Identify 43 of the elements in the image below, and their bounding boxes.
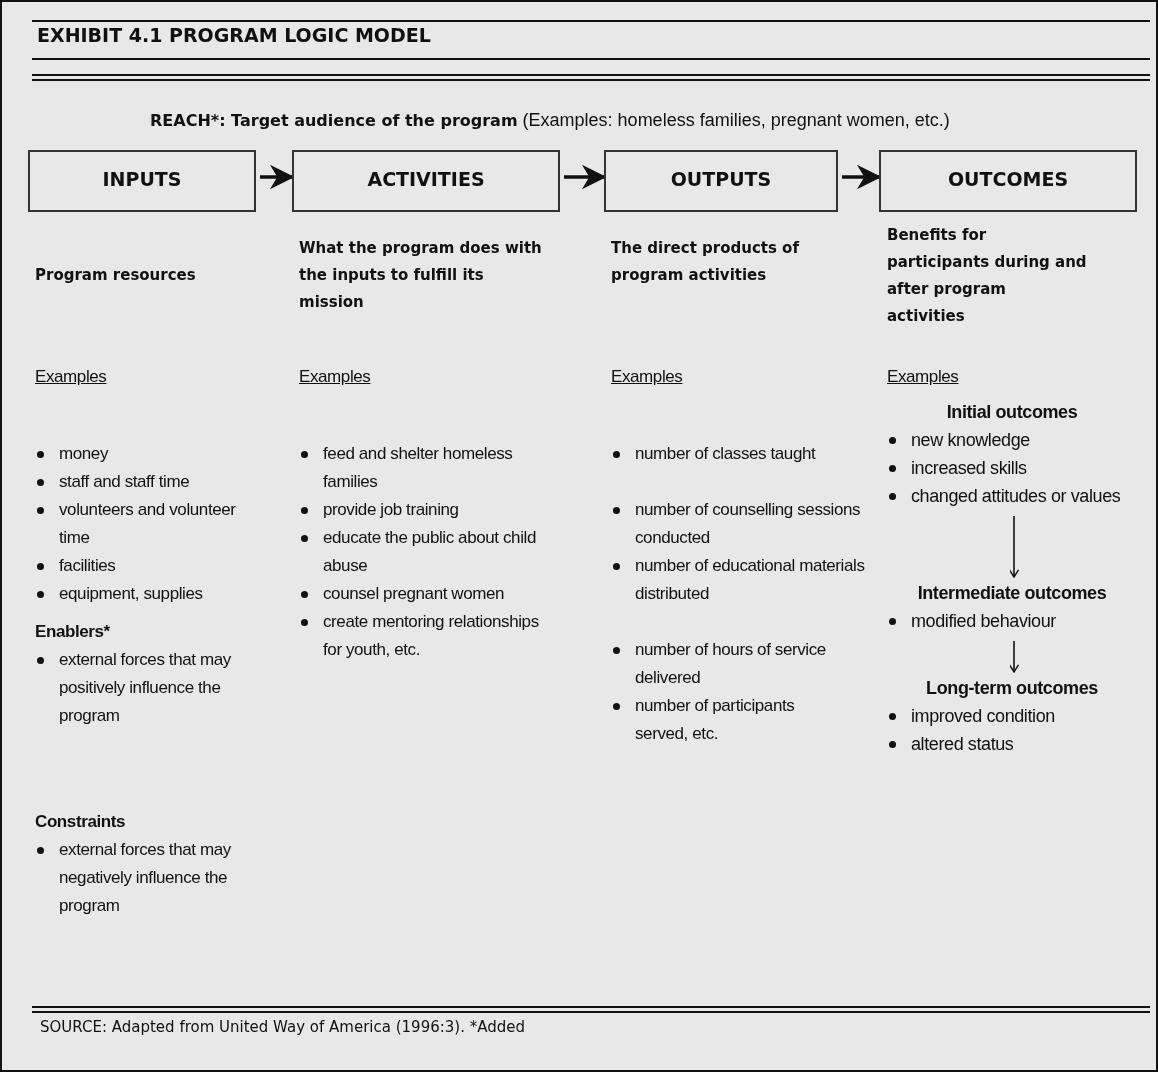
arrow <box>260 164 295 190</box>
subheading: Constraints <box>35 811 127 833</box>
bullet-item: modified behaviour <box>911 610 1057 633</box>
column-description: The direct products of program activities <box>611 238 801 286</box>
arrow <box>842 164 882 190</box>
bullet-item: number of participants served, etc. <box>635 695 796 745</box>
bullet-item: number of classes taught <box>635 443 817 465</box>
examples-heading: Examples <box>299 366 372 388</box>
column-description: What the program does with the inputs to fulfill its mission <box>299 238 543 313</box>
bullet-item: number of educational materials distributed <box>635 555 865 605</box>
bullet-item: staff and staff time <box>59 471 191 493</box>
source-caption: SOURCE: Adapted from United Way of America (1996:3). *Added <box>40 1018 525 1036</box>
group-heading: Initial outcomes <box>945 401 1079 424</box>
bullet-item: increased skills <box>911 457 1028 480</box>
examples-heading: Examples <box>35 366 108 388</box>
arrow <box>1008 515 1020 578</box>
bullet-item: altered status <box>911 733 1015 756</box>
stage-box: OUTCOMES <box>879 150 1137 212</box>
diagram-title: EXHIBIT 4.1 PROGRAM LOGIC MODEL <box>37 24 431 46</box>
examples-heading: Examples <box>611 366 684 388</box>
bullet-item: counsel pregnant women <box>323 583 506 605</box>
group-heading: Long-term outcomes <box>925 677 1099 700</box>
reach-statement: REACH*: Target audience of the program (Examples: homeless families, pregnant women, etc.) <box>150 110 950 131</box>
bullet-item: external forces that may positively influence the program <box>59 649 232 727</box>
bullet-item: new knowledge <box>911 429 1031 452</box>
bullet-item: changed attitudes or values <box>911 485 1122 508</box>
subheading: Enablers* <box>35 621 111 643</box>
column-description: Program resources <box>35 265 197 286</box>
bullet-item: equipment, supplies <box>59 583 204 605</box>
stage-box: OUTPUTS <box>604 150 838 212</box>
bullet-item: external forces that may negatively influence the program <box>59 839 232 917</box>
bullet-item: improved condition <box>911 705 1056 728</box>
stage-box: INPUTS <box>28 150 256 212</box>
bullet-item: facilities <box>59 555 117 577</box>
bullet-item: provide job training <box>323 499 460 521</box>
arrow <box>1008 640 1020 673</box>
column-description: Benefits for participants during and after program activities <box>887 225 1087 327</box>
bullet-item: create mentoring relationships for youth, etc. <box>323 611 540 661</box>
bullet-item: money <box>59 443 110 465</box>
group-heading: Intermediate outcomes <box>916 582 1108 605</box>
stage-box: ACTIVITIES <box>292 150 560 212</box>
arrow <box>564 164 607 190</box>
examples-heading: Examples <box>887 366 960 388</box>
